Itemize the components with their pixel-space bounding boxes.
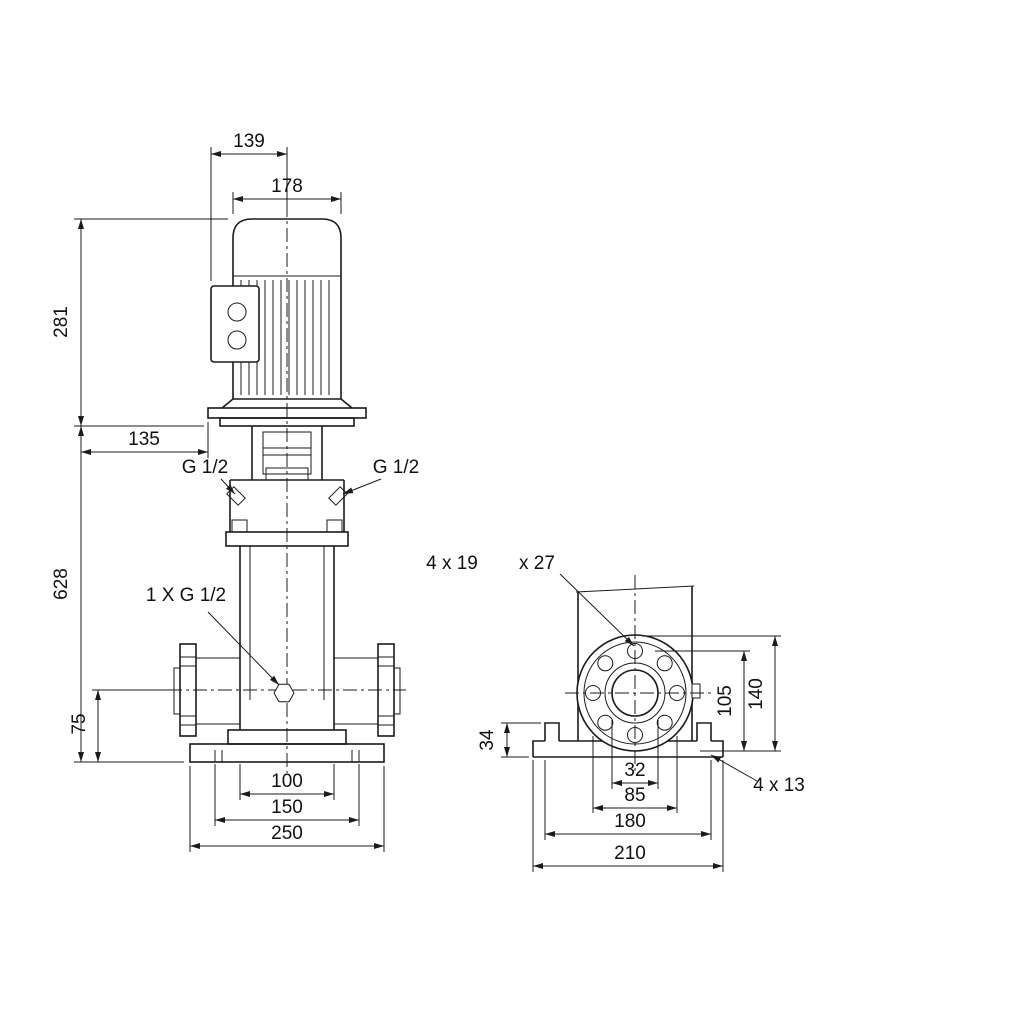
dim-150-label: 150 <box>271 797 303 818</box>
dim-port-height: 75 <box>69 689 176 762</box>
dim-flange-mid-height: 105 <box>642 635 781 752</box>
dimensions-side: 4 x 19 x 27 34 105 140 32 <box>426 553 805 872</box>
flange-bolt-slot <box>179 656 197 667</box>
flange-neck-right <box>334 657 378 725</box>
dim-base-length: 250 <box>189 766 385 852</box>
dim-281-label: 281 <box>51 306 72 338</box>
dim-180-label: 180 <box>614 811 646 832</box>
motor-stool <box>251 426 323 480</box>
motor <box>207 218 367 427</box>
head-flange-ring <box>225 531 349 547</box>
dim-flange-top-height: 140 <box>746 636 778 751</box>
terminal-box <box>210 285 260 363</box>
cable-gland-hole <box>227 330 247 350</box>
dim-628-label: 628 <box>51 568 72 600</box>
dim-139-label: 139 <box>233 131 265 152</box>
dim-port-inner-width: 100 <box>239 764 335 800</box>
dim-bolt-circle: 85 <box>592 736 678 813</box>
dim-pump-height: 628 <box>51 426 184 763</box>
dim-140-label: 140 <box>746 678 767 710</box>
dim-base-height: 34 <box>477 722 541 758</box>
callout-gauge-left: G 1/2 <box>182 457 236 495</box>
cable-gland-hole <box>227 302 247 322</box>
dim-head-offset: 135 <box>81 422 209 458</box>
dimensions-front: 139 178 281 135 628 <box>51 131 419 852</box>
base-plate <box>189 743 385 763</box>
suction-flange-left <box>173 643 240 737</box>
flange-bolt-slot <box>377 656 395 667</box>
drain-label: 1 X G 1/2 <box>146 585 226 606</box>
flange-counterbore-label: x 27 <box>519 553 555 574</box>
dim-bore: 32 <box>611 720 659 789</box>
dim-85-label: 85 <box>624 785 645 806</box>
dim-178-label: 178 <box>271 176 303 197</box>
dim-motor-height: 281 <box>51 218 228 427</box>
dim-100-label: 100 <box>271 771 303 792</box>
callout-flange-holes: 4 x 19 x 27 <box>426 553 635 647</box>
callout-base-holes: 4 x 13 <box>710 754 805 796</box>
base-front <box>189 729 385 763</box>
flange-holes-label: 4 x 19 <box>426 553 478 574</box>
flange-bolt-slot <box>377 715 395 726</box>
outer-sleeve <box>239 546 335 730</box>
base-side <box>532 722 724 758</box>
fan-cover <box>232 218 342 276</box>
flange-neck-left <box>196 657 240 725</box>
column-walls <box>577 586 693 741</box>
motor-flange <box>207 398 367 427</box>
flange-face-right <box>393 667 401 715</box>
dim-bolt-spacing: 150 <box>214 764 360 826</box>
dim-210-label: 210 <box>614 843 646 864</box>
callout-drain: 1 X G 1/2 <box>146 585 280 686</box>
coupling <box>262 431 312 475</box>
front-view: 139 178 281 135 628 <box>51 131 419 852</box>
base-bolt-holes <box>214 750 360 762</box>
gauge-right-label: G 1/2 <box>373 457 419 478</box>
callout-gauge-right: G 1/2 <box>342 457 419 495</box>
flange-bolt-slot <box>179 715 197 726</box>
side-view: 4 x 19 x 27 34 105 140 32 <box>426 553 805 872</box>
gauge-left-label: G 1/2 <box>182 457 228 478</box>
dim-75-label: 75 <box>69 713 90 734</box>
staybolt-nut-left <box>231 519 248 533</box>
dim-250-label: 250 <box>271 823 303 844</box>
discharge-flange-right <box>334 643 401 737</box>
side-centerlines <box>565 575 712 775</box>
inner-sleeve <box>249 546 325 700</box>
dim-34-label: 34 <box>477 729 498 751</box>
flange-face-left <box>173 667 181 715</box>
dim-32-label: 32 <box>624 760 645 781</box>
drain-plug <box>273 683 295 703</box>
dim-motor-width: 178 <box>232 176 342 214</box>
dim-135-label: 135 <box>128 429 160 450</box>
staybolt-nut-right <box>326 519 343 533</box>
chamber-stack <box>239 546 335 730</box>
base-holes-label: 4 x 13 <box>753 775 805 796</box>
flange-tab <box>691 683 701 699</box>
dim-base-overall-width: 210 <box>532 760 724 872</box>
dim-fan-cover-width: 139 <box>210 131 288 281</box>
coupling-split <box>263 447 311 456</box>
dim-105-label: 105 <box>715 685 736 717</box>
dim-base-width: 180 <box>544 760 712 840</box>
